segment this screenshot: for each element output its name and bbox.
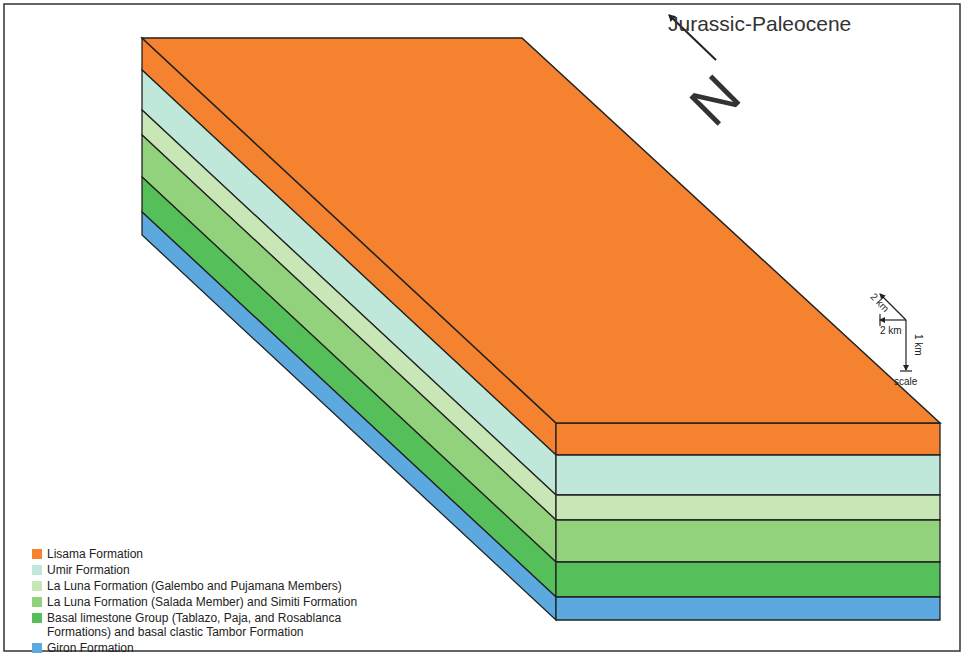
stratum-band (556, 597, 940, 620)
legend-row: Lisama Formation (32, 547, 387, 561)
stratum-band (556, 495, 940, 520)
scale-label: 1 km (913, 334, 924, 356)
stratum-band (556, 423, 940, 455)
stratum-band (556, 520, 940, 562)
legend-swatch (32, 581, 42, 591)
legend-row: Basal limestone Group (Tablazo, Paja, an… (32, 611, 387, 639)
legend-swatch (32, 613, 42, 623)
legend-text: La Luna Formation (Salada Member) and Si… (47, 595, 387, 609)
diagram-title: Jurassic-Paleocene (668, 12, 851, 35)
stratum-band (556, 562, 940, 597)
legend-text: Lisama Formation (47, 547, 387, 561)
legend-text: La Luna Formation (Galembo and Pujamana … (47, 579, 387, 593)
legend-swatch (32, 643, 42, 653)
strata-layers (142, 38, 940, 620)
legend-row: Giron Formation (32, 641, 387, 655)
stratum-band (556, 455, 940, 495)
legend-row: La Luna Formation (Salada Member) and Si… (32, 595, 387, 609)
legend-text: Basal limestone Group (Tablazo, Paja, an… (47, 611, 387, 639)
top-face (142, 38, 940, 423)
legend-swatch (32, 597, 42, 607)
legend-text: Umir Formation (47, 563, 387, 577)
legend-row: Umir Formation (32, 563, 387, 577)
scale-label: 2 km (880, 325, 902, 336)
frame (4, 4, 960, 651)
legend-swatch (32, 549, 42, 559)
scale-label: scale (894, 376, 917, 387)
legend-text: Giron Formation (47, 641, 387, 655)
legend-swatch (32, 565, 42, 575)
legend-row: La Luna Formation (Galembo and Pujamana … (32, 579, 387, 593)
